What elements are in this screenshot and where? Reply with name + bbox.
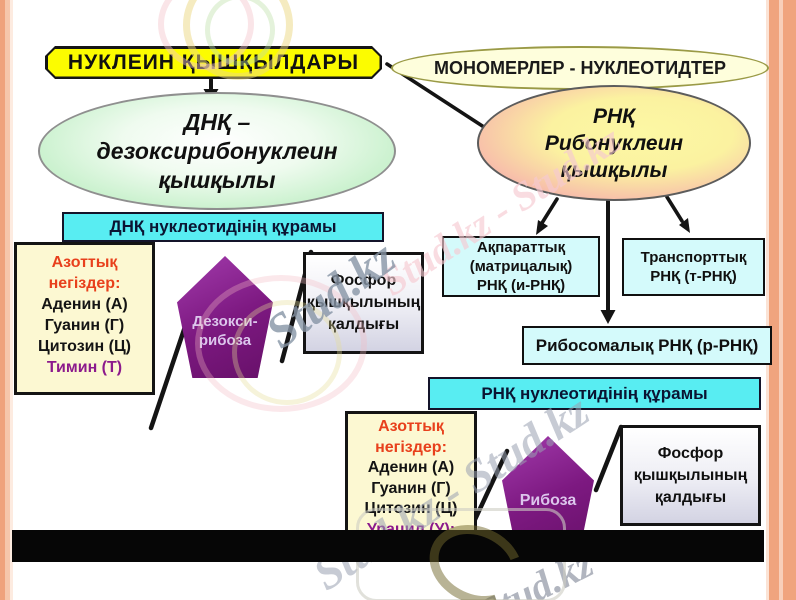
base-item: Гуанин (Г)	[44, 317, 125, 334]
dna-bases-box: Азоттық негіздер: Аденин (А) Гуанин (Г) …	[14, 242, 155, 395]
dna-bases-heading2: негіздер:	[48, 275, 121, 292]
title-box-fill	[47, 48, 380, 77]
dna-composition-header: ДНҚ нуклеотидінің құрамы	[62, 212, 384, 242]
rna-transport-line1: Транспорттық	[640, 249, 747, 266]
base-item: Тимин (Т)	[46, 359, 123, 376]
dna-phosphate-line2: қышқылының	[306, 294, 421, 311]
rna-ribosomal-box: Рибосомалық РНҚ (р-РНҚ)	[522, 326, 772, 365]
base-item: Цитозин (Ц)	[364, 500, 458, 517]
dna-ellipse: ДНҚ – дезоксирибонуклеин қышқылы	[38, 92, 396, 210]
dna-bases-heading1: Азоттық	[51, 254, 118, 271]
frame-right-stripe	[766, 0, 796, 600]
monomers-label: МОНОМЕРЛЕР - НУКЛЕОТИДТЕР	[433, 57, 727, 78]
base-item: Цитозин (Ц)	[38, 338, 131, 355]
rna-ellipse: РНҚ Рибонуклеин қышқылы	[477, 85, 751, 201]
rna-transport-box: Транспорттық РНҚ (т-РНҚ)	[622, 238, 765, 296]
rna-informational-box: Ақпараттық (матрицалық) РНҚ (и-РНҚ)	[442, 236, 600, 297]
rna-phosphate-line3: қалдығы	[654, 488, 727, 506]
dna-ellipse-line3: қышқылы	[158, 166, 276, 193]
rna-bases-heading2: негіздер:	[375, 438, 447, 456]
rna-phosphate-box: Фосфор қышқылының қалдығы	[620, 425, 761, 526]
rna-informational-line3: РНҚ (и-РНҚ)	[476, 277, 566, 294]
rna-ribosomal-label: Рибосомалық РНҚ (р-РНҚ)	[535, 336, 759, 355]
rna-phosphate-line2: қышқылының	[633, 466, 748, 484]
dna-phosphate-line3: қалдығы	[327, 316, 400, 333]
nucleic-acids-title-box: НУКЛЕИН ҚЫШҚЫЛДАРЫ	[45, 46, 382, 79]
rna-phosphate-line1: Фосфор	[657, 444, 724, 462]
nucleic-acids-title: НУКЛЕИН ҚЫШҚЫЛДАРЫ	[67, 50, 360, 74]
rna-bases-box: Азоттық негіздер: Аденин (А) Гуанин (Г) …	[345, 411, 477, 538]
dna-phosphate-line1: Фосфор	[330, 272, 397, 289]
dna-ellipse-line1: ДНҚ –	[183, 108, 251, 135]
monomers-ellipse: МОНОМЕРЛЕР - НУКЛЕОТИДТЕР	[391, 46, 769, 90]
dna-sugar-line2: рибоза	[198, 332, 252, 349]
rna-informational-line1: Ақпараттық	[476, 239, 566, 256]
base-item: Аденин (А)	[41, 296, 128, 313]
rna-composition-header: РНҚ нуклеотидінің құрамы	[428, 377, 761, 410]
dna-ellipse-line2: дезоксирибонуклеин	[96, 137, 338, 164]
dna-phosphate-box: Фосфор қышқылының қалдығы	[303, 252, 424, 354]
dna-composition-title: ДНҚ нуклеотидінің құрамы	[109, 217, 337, 236]
rna-ellipse-line1: РНҚ	[592, 104, 636, 128]
rna-composition-title: РНҚ нуклеотидінің құрамы	[481, 383, 708, 403]
black-redaction-bar	[12, 530, 764, 562]
dna-sugar-line1: Дезокси-	[192, 313, 258, 330]
frame-left-stripe	[0, 0, 13, 600]
dna-sugar-pentagon: Дезокси- рибоза	[177, 256, 273, 378]
rna-sugar-label: Рибоза	[519, 492, 577, 509]
rna-transport-line2: РНҚ (т-РНҚ)	[650, 268, 737, 285]
rna-ellipse-line2: Рибонуклеин	[544, 131, 684, 155]
base-item: Гуанин (Г)	[371, 479, 451, 497]
rna-bases-heading1: Азоттық	[378, 418, 444, 435]
rna-ellipse-line3: қышқылы	[560, 158, 668, 182]
rna-informational-line2: (матрицалық)	[469, 258, 573, 275]
base-item: Аденин (А)	[367, 459, 455, 476]
